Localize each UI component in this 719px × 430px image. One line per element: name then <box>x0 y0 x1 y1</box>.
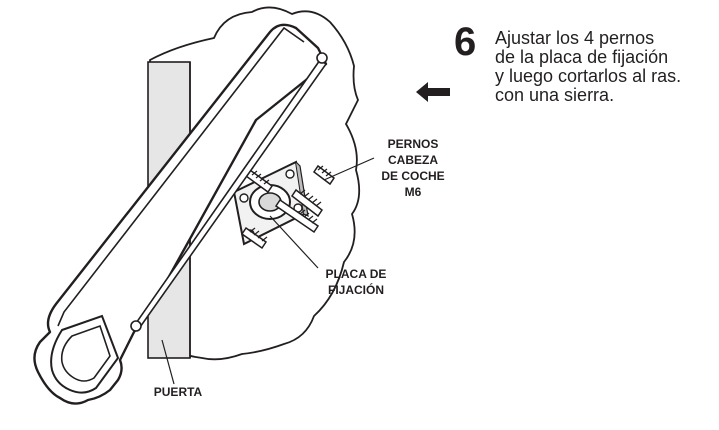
hacksaw-icon <box>33 23 328 405</box>
leader-line-plate <box>269 215 319 269</box>
step-instruction-line: y luego cortarlos al ras. <box>495 66 682 86</box>
step-instruction-line: con una sierra. <box>495 85 615 105</box>
leader-line-door <box>161 339 175 385</box>
left-arrow-icon <box>416 82 450 102</box>
bolts-label-line: CABEZA <box>388 153 438 167</box>
bolts-label-line: DE COCHE <box>381 169 445 183</box>
step-number: 6 <box>454 20 477 64</box>
step-instruction-line: Ajustar los 4 pernos <box>495 28 655 48</box>
bolts-label-line: PERNOS <box>387 137 439 151</box>
leader-line-bolts <box>323 157 375 181</box>
step-instruction-line: de la placa de fijación <box>495 47 669 67</box>
step-instruction: Ajustar los 4 pernos de la placa de fija… <box>495 29 681 105</box>
plate-label-line: PLACA DE <box>325 267 387 281</box>
carriage-bolts <box>240 164 336 250</box>
bolts-label: PERNOS CABEZA DE COCHE M6 <box>368 136 458 200</box>
door-label-text: PUERTA <box>153 385 203 399</box>
plate-label-line: FIJACIÓN <box>327 283 384 297</box>
plate-label: PLACA DE FIJACIÓN <box>306 266 406 298</box>
bolts-label-line: M6 <box>404 185 422 199</box>
door-label: PUERTA <box>138 384 218 400</box>
